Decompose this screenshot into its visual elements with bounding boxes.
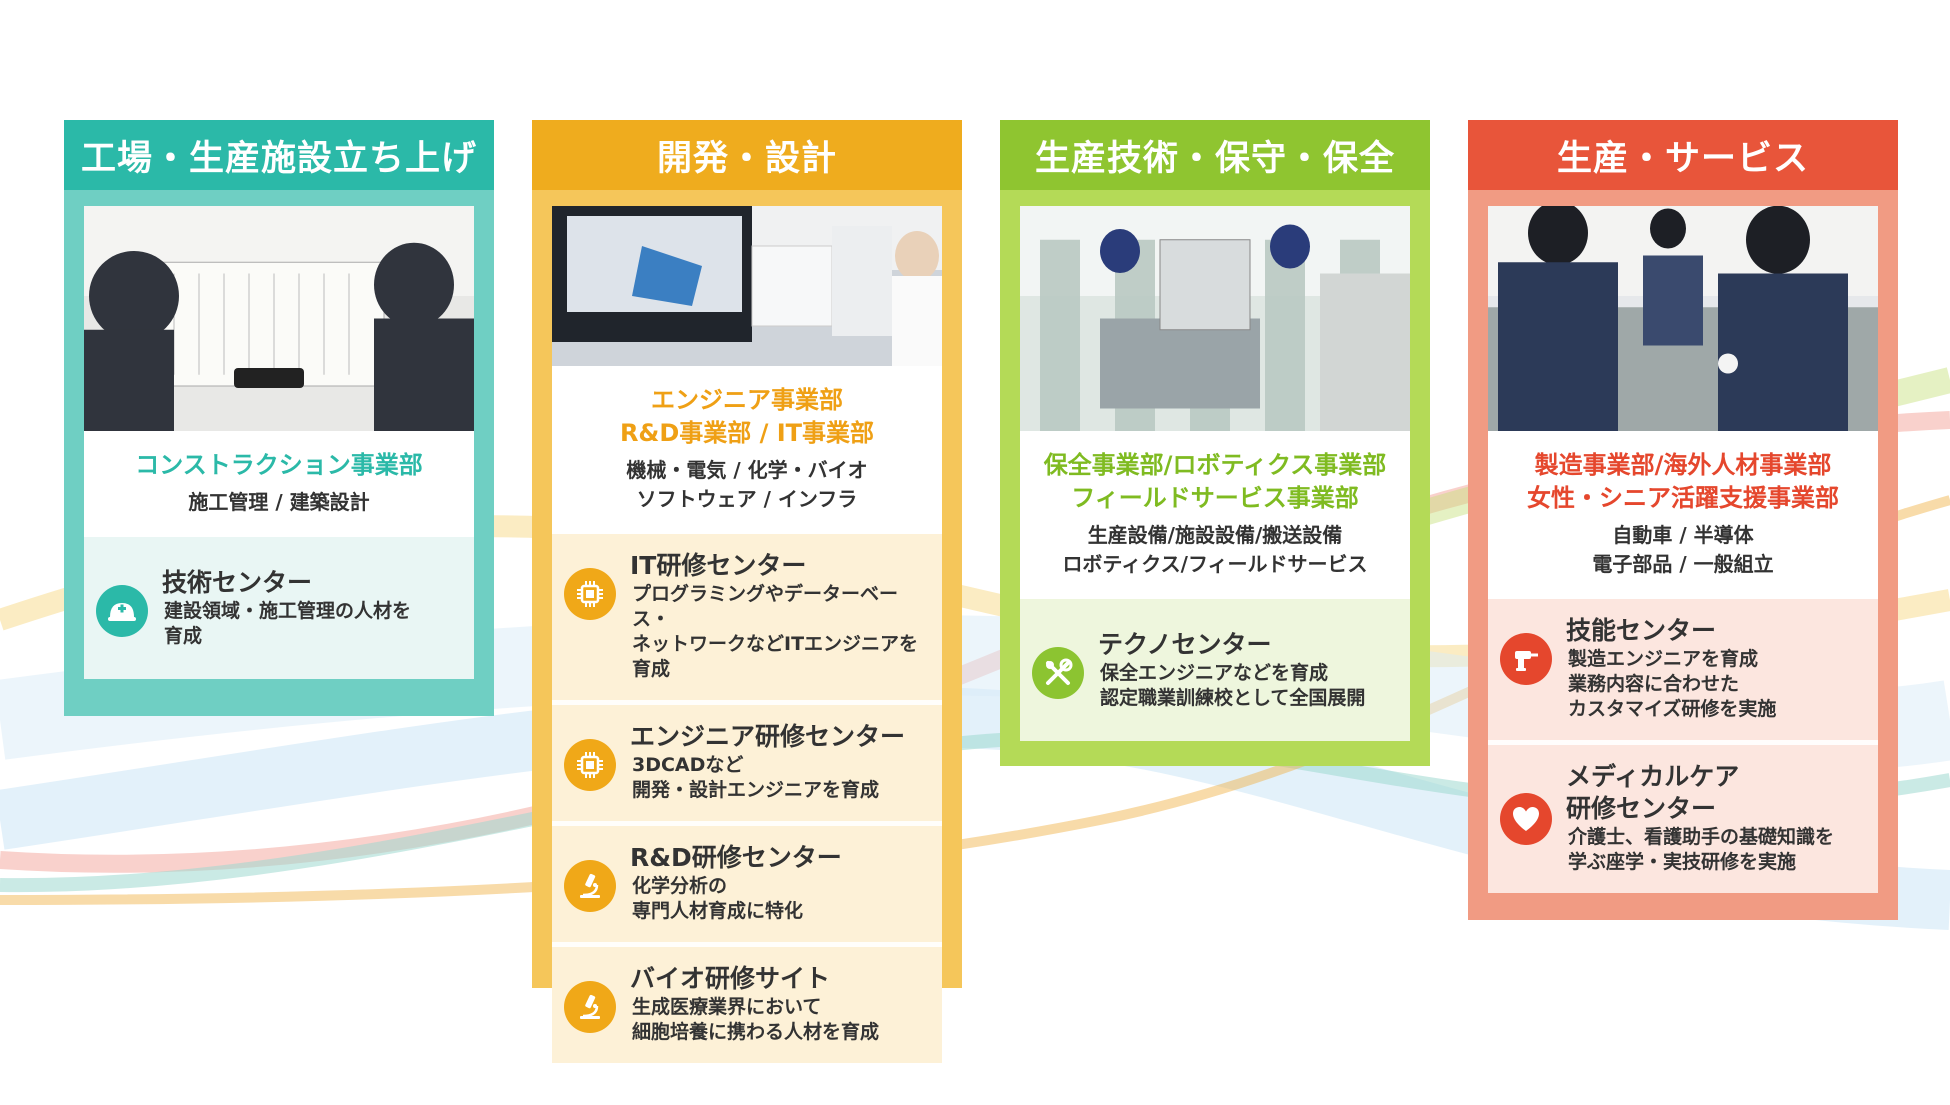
center-name: メディカルケア [1566,762,1740,791]
construction-planning-photo [84,206,474,431]
department-name: フィールドサービス事業部 [1071,484,1359,512]
department-block: コンストラクション事業部施工管理 / 建築設計 [84,431,474,537]
center-description: 育成 [164,625,203,647]
tools-icon [1032,647,1084,699]
center-name: 技術センター [162,568,313,597]
department-fields: 生産設備/施設設備/搬送設備 [1087,523,1343,547]
department-fields: 電子部品 / 一般組立 [1592,552,1774,576]
center-description: ネットワークなどITエンジニアを [632,633,919,655]
column-1: 工場・生産施設立ち上げコンストラクション事業部施工管理 / 建築設計技術センター… [64,120,494,716]
assembly-training-photo [1488,206,1878,431]
department-name: 女性・シニア活躍支援事業部 [1527,484,1839,512]
chip-icon [564,739,616,791]
department-fields: 機械・電気 / 化学・バイオ [626,458,868,482]
department-block: 保全事業部/ロボティクス事業部フィールドサービス事業部生産設備/施設設備/搬送設… [1020,431,1410,599]
center-description: 開発・設計エンジニアを育成 [632,779,880,801]
center-description: カスタマイズ研修を実施 [1568,698,1777,720]
drill-icon [1500,633,1552,685]
center-name: テクノセンター [1098,630,1272,659]
training-center: 技術センター建設領域・施工管理の人材を育成 [84,537,474,679]
department-name: R&D事業部 / IT事業部 [619,419,875,447]
center-description: 専門人材育成に特化 [632,900,804,922]
hardhat-icon [96,585,148,637]
center-description: 業務内容に合わせた [1568,673,1740,695]
column-2: 開発・設計エンジニア事業部 R&D事業部 / IT事業部機械・電気 / 化学・バイ… [532,120,962,1063]
column-title: 開発・設計 [532,120,962,190]
chip-icon [564,568,616,620]
center-name: 研修センター [1566,794,1717,823]
cad-lab-photo [552,206,942,366]
center-name: IT研修センター [630,551,807,580]
column-4: 生産・サービス製造事業部/海外人材事業部女性・シニア活躍支援事業部自動車 / 半… [1468,120,1898,920]
department-name: コンストラクション事業部 [135,451,423,479]
column-title: 工場・生産施設立ち上げ [64,120,494,190]
microscope-icon [564,981,616,1033]
center-description: 製造エンジニアを育成 [1568,648,1759,670]
center-description: プログラミングやデーターベース・ [632,583,899,630]
department-fields: ソフトウェア / インフラ [636,487,858,511]
column-3: 生産技術・保守・保全保全事業部/ロボティクス事業部フィールドサービス事業部生産設… [1000,120,1430,766]
center-description: 保全エンジニアなどを育成 [1100,662,1329,684]
training-center: IT研修センタープログラミングやデーターベース・ネットワークなどITエンジニアを… [552,534,942,700]
center-description: 介護士、看護助手の基礎知識を [1568,826,1835,848]
microscope-icon [564,860,616,912]
department-block: エンジニア事業部 R&D事業部 / IT事業部機械・電気 / 化学・バイオソフトウ… [552,366,942,534]
center-description: 建設領域・施工管理の人材を [164,600,412,622]
center-description: 細胞培養に携わる人材を育成 [632,1021,880,1043]
department-fields: 施工管理 / 建築設計 [188,490,370,514]
center-description: 認定職業訓練校として全国展開 [1100,687,1366,709]
training-center: バイオ研修サイト生成医療業界において細胞培養に携わる人材を育成 [552,942,942,1063]
center-name: R&D研修センター [630,843,842,872]
cleanroom-maintenance-photo [1020,206,1410,431]
heart-icon [1500,793,1552,845]
center-description: 化学分析の [632,875,728,897]
department-fields: ロボティクス/フィールドサービス [1062,552,1368,576]
center-description: 生成医療業界において [632,996,822,1018]
department-name: エンジニア事業部 [651,386,843,414]
training-center: メディカルケア研修センター介護士、看護助手の基礎知識を学ぶ座学・実技研修を実施 [1488,740,1878,893]
center-description: 3DCADなど [632,754,744,776]
center-name: エンジニア研修センター [630,722,906,751]
training-center: 技能センター製造エンジニアを育成業務内容に合わせたカスタマイズ研修を実施 [1488,599,1878,740]
department-block: 製造事業部/海外人材事業部女性・シニア活躍支援事業部自動車 / 半導体電子部品 … [1488,431,1878,599]
department-name: 製造事業部/海外人材事業部 [1534,451,1832,479]
center-name: バイオ研修サイト [630,964,831,993]
department-name: 保全事業部/ロボティクス事業部 [1043,451,1387,479]
training-center: エンジニア研修センター 3DCADなど開発・設計エンジニアを育成 [552,700,942,821]
department-fields: 自動車 / 半導体 [1612,523,1754,547]
training-center: テクノセンター保全エンジニアなどを育成認定職業訓練校として全国展開 [1020,599,1410,741]
center-description: 学ぶ座学・実技研修を実施 [1568,851,1797,873]
column-title: 生産・サービス [1468,120,1898,190]
center-description: 育成 [632,658,671,680]
column-title: 生産技術・保守・保全 [1000,120,1430,190]
center-name: 技能センター [1566,616,1717,645]
training-center: R&D研修センター化学分析の専門人材育成に特化 [552,821,942,942]
